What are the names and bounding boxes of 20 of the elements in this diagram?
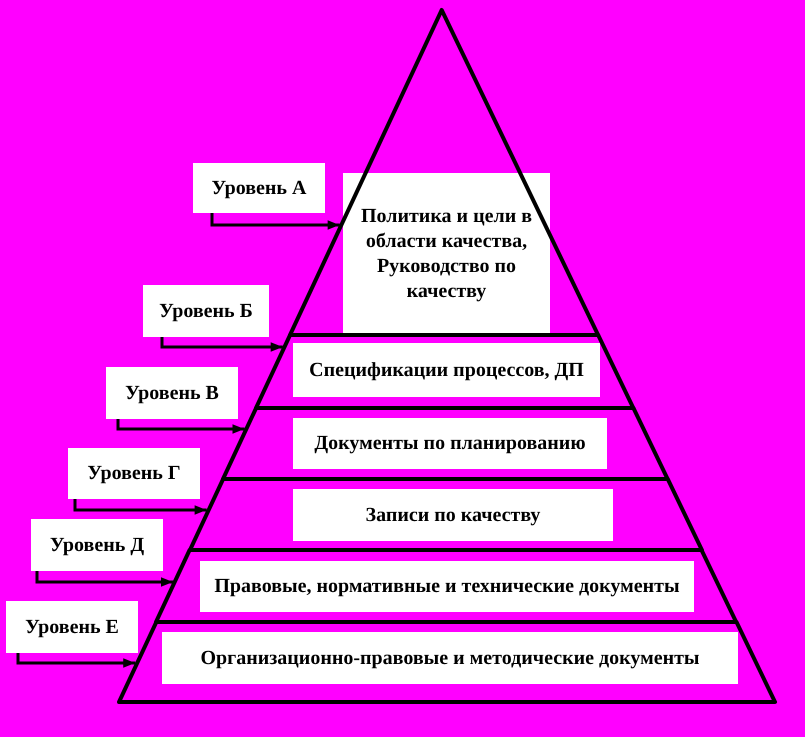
tier-text-panel: Правовые, нормативные и технические документы [200,561,694,612]
tier-text-panel: Спецификации процессов, ДП [292,343,600,397]
arrow [16,653,136,668]
level-label: Уровень Б [143,285,269,337]
tier-text-panel: Записи по качеству [292,489,613,541]
pyramid-tier [186,476,705,553]
level-label: Уровень Д [31,519,163,571]
arrow [210,213,340,230]
level-label: Уровень Г [68,448,200,499]
arrow [116,419,244,434]
pyramid-tier [116,619,778,705]
level-label: Уровень А [193,163,325,213]
tier-text-panel: Организационно-правовые и методические документы [162,632,738,684]
arrow [36,571,173,587]
level-label: Уровень Е [6,601,138,653]
tier-text-panel: Документы по планированию [292,418,607,469]
arrow [74,499,207,515]
arrow [160,337,283,352]
level-label: Уровень В [106,367,238,419]
tier-text-panel: Политика и цели в области качества, Руководство по качеству [342,173,550,335]
